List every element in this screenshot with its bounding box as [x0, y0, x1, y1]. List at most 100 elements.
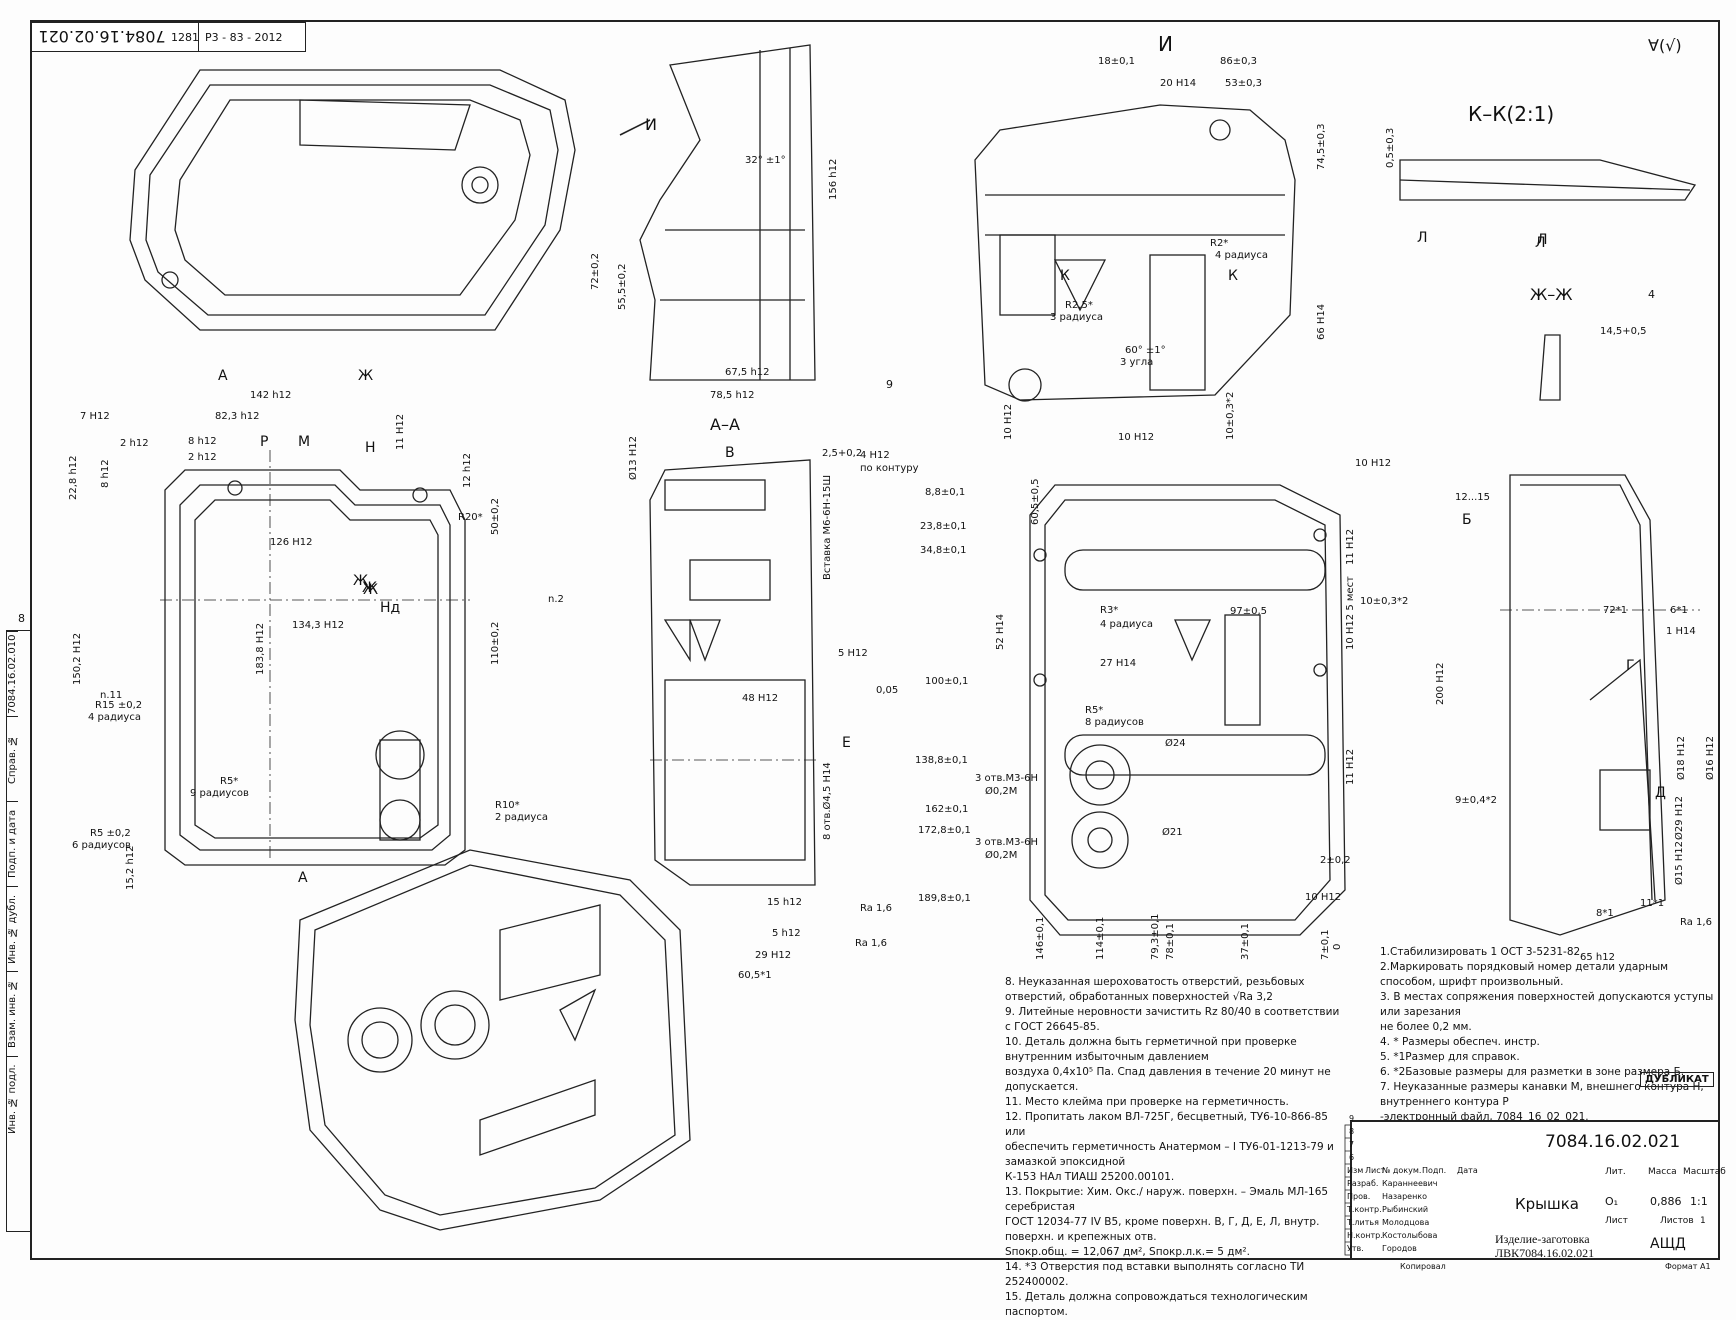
- dimension-label: 60° ±1°: [1125, 345, 1166, 356]
- dimension-label: 9 радиусов: [190, 788, 249, 799]
- section-kk-label: К–К(2:1): [1468, 102, 1555, 126]
- dimension-label: 53±0,3: [1225, 78, 1263, 89]
- dimension-label: R5 ±0,2: [90, 828, 131, 839]
- section-letter: Г: [1626, 658, 1635, 674]
- dimension-label: 79,3±0,1: [1150, 913, 1161, 960]
- view-i-arrow-label: И: [645, 115, 657, 134]
- dimension-label: 27 H14: [1100, 658, 1137, 669]
- side-section-right: [1500, 474, 1700, 936]
- note-left-line: ГОСТ 12034-77 IV В5, кроме поверхн. В, Г…: [1005, 1216, 1320, 1243]
- title-part-name: Крышка: [1515, 1195, 1579, 1213]
- dimension-label: 37±0,1: [1240, 922, 1251, 960]
- dimension-label: 10 H12: [1003, 403, 1014, 440]
- section-letter: Ж: [358, 368, 374, 384]
- dimension-label: 4 радиуса: [88, 712, 141, 723]
- dimension-label: 3 отв.М3-6Н: [975, 837, 1039, 848]
- dimension-label: 8,8±0,1: [925, 487, 966, 498]
- dimension-label: 8 h12: [188, 436, 217, 447]
- dimension-label: 12 h12: [462, 453, 473, 488]
- title-sheets-label: Листов: [1660, 1216, 1694, 1226]
- dimension-label: 189,8±0,1: [918, 893, 971, 904]
- dimension-label: R2*: [1210, 238, 1229, 249]
- section-letter: А: [218, 368, 228, 384]
- title-designation: 7084.16.02.021: [1545, 1132, 1681, 1152]
- dimension-label: R5*: [220, 776, 239, 787]
- dimension-label: 110±0,2: [490, 621, 501, 665]
- notes-right: 1.Стабилизировать 1 ОСТ 3-5231-82. 2.Мар…: [1380, 945, 1720, 1125]
- dimension-label: 150,2 H12: [72, 632, 83, 685]
- dimension-label: n.2: [548, 594, 564, 605]
- dimension-label: 67,5 h12: [725, 367, 770, 378]
- dimension-label: Ra 1,6: [1680, 917, 1712, 928]
- note-left-line: 10. Деталь должна быть герметичной при п…: [1005, 1036, 1297, 1063]
- dimension-label: 3 отв.М3-6Н: [975, 773, 1039, 784]
- top-stamp: 7084.16.02.021 1281 Р3 - 83 - 2012: [30, 22, 306, 52]
- section-aa: [649, 459, 820, 886]
- dimension-label: 126 H12: [270, 537, 313, 548]
- dimension-label: 10 H12 5 мест: [1345, 576, 1356, 650]
- dimension-label: n.11: [100, 690, 123, 701]
- note-left-line: 13. Покрытие: Хим. Окс./ наруж. поверхн.…: [1005, 1186, 1329, 1213]
- dimension-label: R5*: [1085, 705, 1104, 716]
- view-i-label: И: [1158, 32, 1173, 56]
- revision-row-number: 6: [1349, 1153, 1355, 1162]
- notes-left: 8. Неуказанная шероховатость отверстий, …: [1005, 975, 1345, 1320]
- left-stamp-column: 7084.16.02.010 Справ. № Подп. и дата Инв…: [6, 630, 32, 1232]
- dimension-label: 162±0,1: [925, 804, 969, 815]
- dimension-label: 0,5±0,3: [1385, 127, 1396, 168]
- dimension-label: 65 h12: [1580, 952, 1615, 963]
- dimension-label: 22,8 h12: [68, 455, 79, 500]
- title-material-1: Изделие-заготовка: [1495, 1232, 1590, 1246]
- dimension-label: 60,5±0,5: [1030, 478, 1041, 525]
- section-letter: К: [1228, 268, 1238, 284]
- title-block-role: Изм: [1347, 1166, 1364, 1175]
- note-right-line: 5. *1Размер для справок.: [1380, 1051, 1520, 1063]
- dimension-label: 23,8±0,1: [920, 521, 967, 532]
- dimension-label: 52 H14: [995, 613, 1006, 650]
- note-left-line: 15. Деталь должна сопровождаться техноло…: [1005, 1291, 1308, 1318]
- dimension-label: 8 h12: [100, 459, 111, 488]
- dimension-label: 8 отв.Ø4,5 H14: [822, 762, 833, 840]
- dimension-label: 10±0,3*2: [1360, 596, 1409, 607]
- section-kk: [1399, 159, 1697, 201]
- dimension-label: 10±0,3*2: [1225, 391, 1236, 440]
- bottom-plan-view: [1029, 484, 1346, 936]
- dimension-label: 2±0,2: [1320, 855, 1351, 866]
- section-letter: Б: [1462, 512, 1472, 528]
- title-block-person: Рыбинский: [1382, 1205, 1429, 1214]
- dimension-label: 172,8±0,1: [918, 825, 971, 836]
- view-i: [974, 104, 1296, 402]
- dimension-label: 82,3 h12: [215, 411, 260, 422]
- dimension-label: R2,5*: [1065, 300, 1093, 311]
- note-right-line: не более 0,2 мм.: [1380, 1021, 1472, 1033]
- dimension-label: 200 H12: [1435, 662, 1446, 705]
- section-letter: Л: [1535, 235, 1546, 251]
- revision-row-number: 7: [1349, 1140, 1355, 1149]
- dimension-label: R3*: [1100, 605, 1119, 616]
- section-zhzh-label: Ж–Ж: [1530, 285, 1573, 304]
- note-left-line: обеспечить герметичность Анатермом – I Т…: [1005, 1141, 1334, 1168]
- dimension-label: 6 радиусов: [72, 840, 131, 851]
- section-letter: Д: [1655, 785, 1666, 801]
- title-org: АЩД: [1650, 1236, 1686, 1252]
- dimension-label: 74,5±0,3: [1316, 123, 1327, 170]
- plan-view: [160, 450, 470, 866]
- note-right-line: 6. *2Базовые размеры для разметки в зоне…: [1380, 1066, 1685, 1078]
- dimension-label: Ø29 H12: [1674, 795, 1685, 840]
- title-lit-label: Лит.: [1605, 1167, 1626, 1177]
- title-block-role: Разраб.: [1347, 1179, 1379, 1188]
- dimension-label: 156 h12: [828, 158, 839, 200]
- section-letter: Е: [842, 735, 851, 751]
- dimension-label: 86±0,3: [1220, 56, 1258, 67]
- dimension-label: 12...15: [1455, 492, 1490, 503]
- dimension-label: 72*1: [1603, 605, 1628, 616]
- dimension-label: 1 H14: [1666, 626, 1696, 637]
- dimension-label: 10 H12: [1305, 892, 1342, 903]
- revision-row-number: 9: [1349, 1114, 1355, 1123]
- dimension-label: по контуру: [860, 463, 919, 474]
- title-sheet-label: Лист: [1605, 1216, 1628, 1226]
- dimension-label: R20*: [458, 512, 483, 523]
- dimension-label: 97±0,5: [1230, 606, 1268, 617]
- title-mass-value: 0,886: [1650, 1195, 1682, 1208]
- dimension-label: 183,8 H12: [255, 622, 266, 675]
